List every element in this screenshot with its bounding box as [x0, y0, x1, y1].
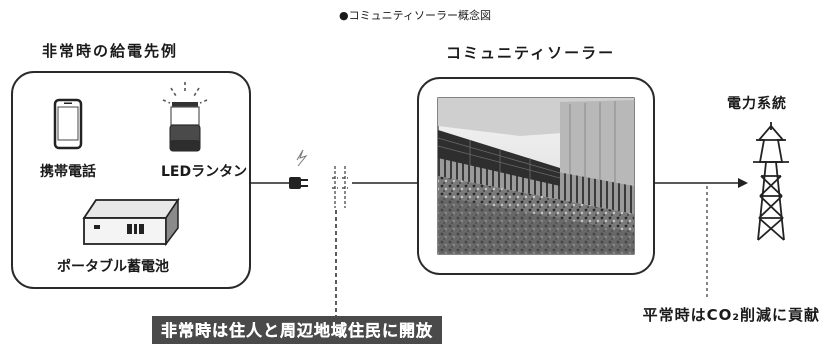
phone-label: 携帯電話 — [40, 163, 96, 180]
arrow-icon — [738, 178, 748, 188]
battery-icon — [82, 197, 180, 247]
banner-box — [152, 316, 442, 344]
transmission-tower-icon — [753, 122, 789, 241]
banner-text: 非常時は住人と周辺地域住民に開放 — [161, 321, 433, 340]
solar-photo — [437, 97, 635, 255]
spark-icon — [296, 149, 308, 167]
grid-label: 電力系統 — [727, 95, 787, 112]
lantern-label: LEDランタン — [161, 164, 247, 180]
left-panel-box — [11, 71, 251, 289]
outlet-icon — [332, 166, 348, 208]
center-panel-heading: コミュニティソーラー — [446, 44, 615, 62]
lantern-icon — [162, 82, 208, 152]
left-panel-heading: 非常時の給電先例 — [42, 42, 178, 60]
battery-label: ポータブル蓄電池 — [57, 258, 169, 275]
plug-icon — [289, 177, 308, 189]
note-text: 平常時はCO₂削減に貢献 — [643, 306, 820, 324]
phone-icon — [53, 98, 83, 150]
figure-title: ●コミュニティソーラー概念図 — [339, 8, 491, 22]
